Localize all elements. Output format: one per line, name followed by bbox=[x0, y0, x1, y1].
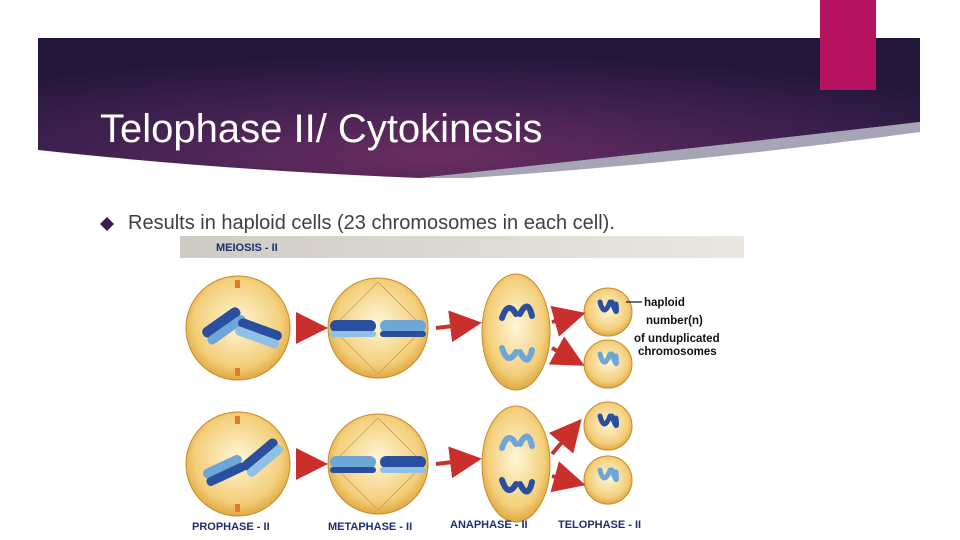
prophase-cell-bottom bbox=[185, 411, 291, 517]
title-banner bbox=[38, 38, 920, 178]
phase-arrows bbox=[296, 305, 586, 493]
diamond-bullet-icon bbox=[100, 216, 114, 231]
anaphase-cell-bottom bbox=[481, 405, 551, 523]
slide-title: Telophase II/ Cytokinesis bbox=[100, 106, 543, 151]
anaphase-cell-top bbox=[481, 273, 551, 391]
metaphase-cell-top bbox=[327, 277, 429, 379]
caption-telophase: TELOPHASE - II bbox=[558, 519, 641, 531]
accent-bar bbox=[820, 0, 876, 90]
bullet-item: Results in haploid cells (23 chromosomes… bbox=[100, 212, 615, 235]
telophase-cell-2 bbox=[583, 339, 633, 389]
meiosis-diagram: MEIOSIS - II bbox=[180, 236, 744, 533]
caption-anaphase: ANAPHASE - II bbox=[450, 519, 528, 531]
annotation-label: haploid number(n) of unduplicated chromo… bbox=[634, 297, 723, 358]
telophase-cell-3 bbox=[583, 401, 633, 451]
figure-heading: MEIOSIS - II bbox=[216, 242, 278, 254]
caption-prophase: PROPHASE - II bbox=[192, 521, 270, 533]
bullet-text: Results in haploid cells (23 chromosomes… bbox=[128, 212, 615, 234]
telophase-cell-1 bbox=[583, 287, 633, 337]
prophase-cell-top bbox=[185, 275, 291, 381]
caption-metaphase: METAPHASE - II bbox=[328, 521, 412, 533]
telophase-cell-4 bbox=[583, 455, 633, 505]
figure-heading-band bbox=[180, 236, 744, 258]
metaphase-cell-bottom bbox=[327, 413, 429, 515]
